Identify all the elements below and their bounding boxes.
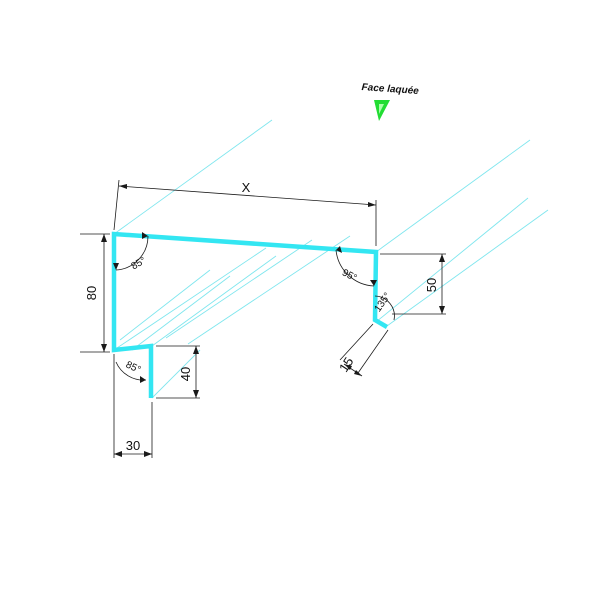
extrusion-line bbox=[119, 269, 211, 341]
lip-width-label: 30 bbox=[126, 438, 140, 453]
angle-top-left: 85° bbox=[113, 232, 149, 272]
extrusion-line bbox=[131, 275, 231, 351]
extrusion-line bbox=[386, 209, 549, 327]
dimension-lip-width: 30 bbox=[113, 354, 153, 458]
face-marker: Face laquée bbox=[361, 82, 420, 121]
face-arrow-icon bbox=[374, 100, 390, 121]
angle-bottom-left: 85° bbox=[115, 360, 147, 383]
angle-top-right-label: 95° bbox=[340, 267, 359, 284]
extrusion-line bbox=[151, 349, 201, 399]
angle-top-left-label: 85° bbox=[129, 255, 148, 272]
extrusion-line bbox=[375, 197, 529, 323]
profile-section bbox=[111, 231, 389, 398]
extrusion-line bbox=[113, 247, 267, 351]
height-right-label: 50 bbox=[424, 278, 439, 292]
width-label: X bbox=[242, 180, 251, 195]
angle-bottom-left-label: 85° bbox=[124, 360, 142, 376]
height-left-label: 80 bbox=[84, 286, 99, 300]
extrusion-line bbox=[113, 119, 273, 235]
face-label: Face laquée bbox=[361, 82, 419, 97]
lip-height-label: 40 bbox=[178, 367, 193, 381]
dimension-return: 15 bbox=[336, 323, 389, 377]
extrusion-lines bbox=[113, 119, 549, 399]
dimension-lip-height: 40 bbox=[156, 345, 200, 399]
extrusion-line bbox=[187, 235, 351, 345]
return-label: 15 bbox=[336, 354, 356, 374]
extrusion-line bbox=[151, 255, 277, 347]
extrusion-line bbox=[165, 239, 313, 339]
extrusion-line bbox=[375, 139, 531, 253]
face-arrow-highlight bbox=[379, 104, 384, 114]
dimension-width: X bbox=[113, 179, 377, 246]
dimension-height-left: 80 bbox=[80, 233, 110, 353]
dimension-height-right: 50 bbox=[380, 253, 446, 315]
